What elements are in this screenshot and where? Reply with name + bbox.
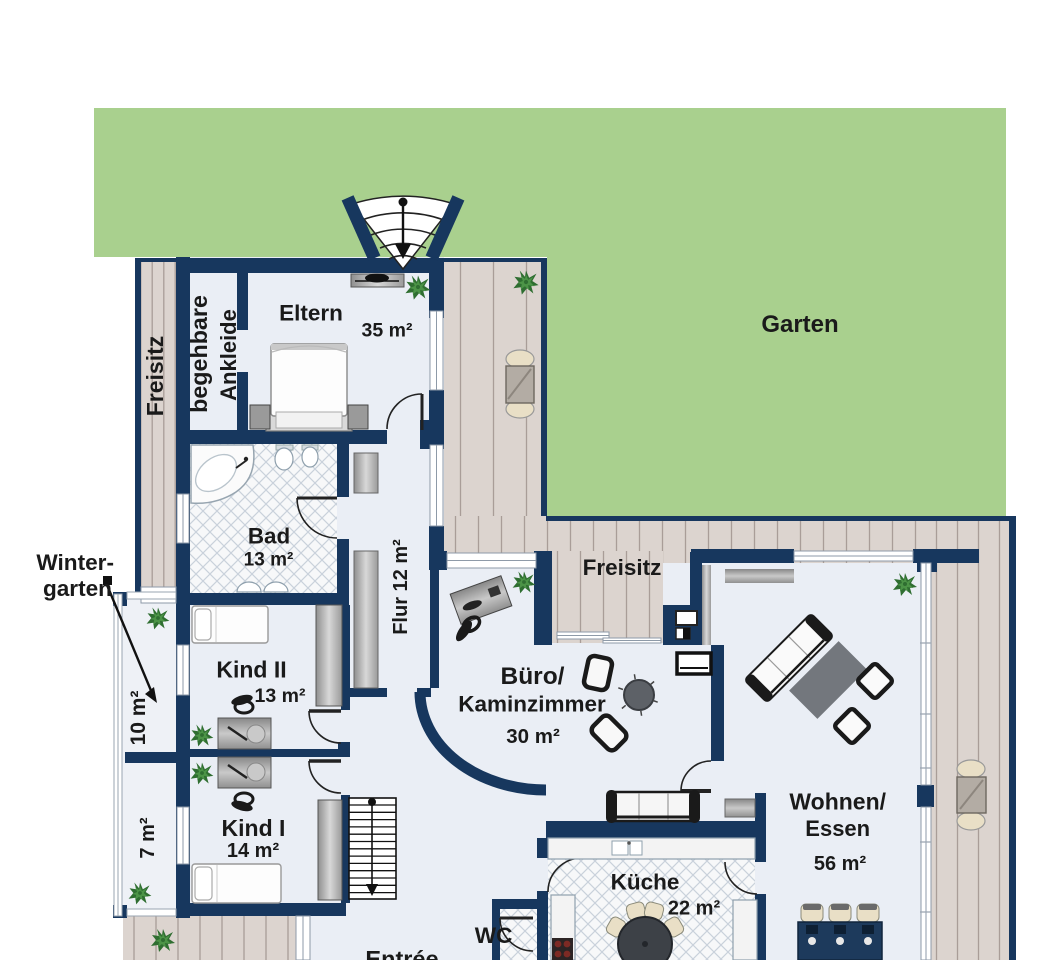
svg-text:Freisitz: Freisitz — [583, 555, 662, 580]
svg-text:WC: WC — [475, 923, 513, 948]
svg-text:garten: garten — [43, 576, 112, 601]
svg-text:7 m²: 7 m² — [137, 817, 159, 858]
svg-text:Ankleide: Ankleide — [216, 309, 241, 401]
svg-text:Wohnen/: Wohnen/ — [789, 788, 886, 814]
svg-text:22 m²: 22 m² — [668, 897, 721, 919]
svg-text:Küche: Küche — [611, 869, 680, 894]
svg-text:Entrée: Entrée — [365, 946, 438, 960]
svg-text:14 m²: 14 m² — [227, 840, 280, 862]
svg-text:Kind I: Kind I — [222, 815, 286, 841]
svg-text:Garten: Garten — [761, 311, 838, 338]
svg-text:Büro/: Büro/ — [501, 663, 565, 690]
svg-text:begehbare: begehbare — [186, 295, 212, 413]
svg-text:35 m²: 35 m² — [362, 320, 413, 342]
svg-text:13 m²: 13 m² — [244, 550, 294, 571]
svg-text:Essen: Essen — [805, 816, 870, 841]
svg-text:Eltern: Eltern — [279, 301, 343, 326]
svg-text:30 m²: 30 m² — [506, 725, 560, 748]
svg-text:Bad: Bad — [248, 524, 290, 549]
svg-text:10 m²: 10 m² — [127, 691, 150, 746]
svg-text:13 m²: 13 m² — [255, 685, 306, 707]
svg-text:Flur 12 m²: Flur 12 m² — [390, 539, 412, 635]
svg-text:56 m²: 56 m² — [814, 853, 867, 875]
svg-text:Kind II: Kind II — [216, 657, 286, 683]
svg-text:Winter-: Winter- — [36, 550, 114, 575]
svg-text:Freisitz: Freisitz — [142, 336, 168, 417]
svg-text:Kaminzimmer: Kaminzimmer — [458, 692, 606, 717]
